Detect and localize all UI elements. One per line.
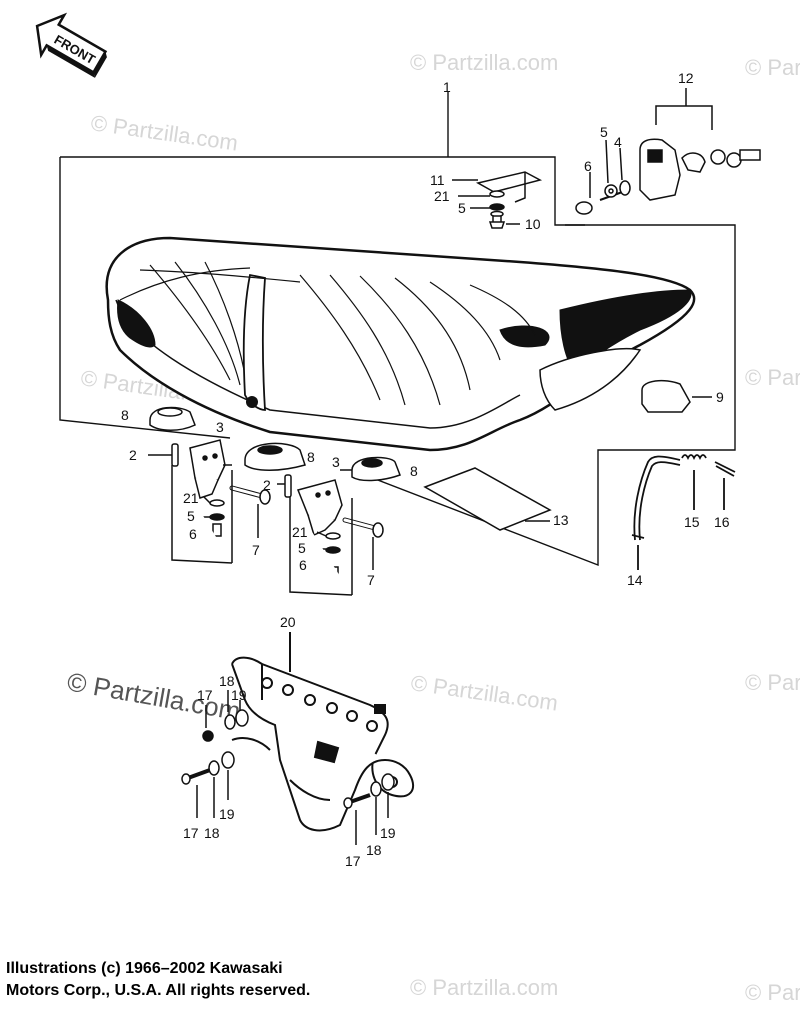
copyright-line-2: Motors Corp., U.S.A. All rights reserved… [6, 982, 311, 999]
callout-17: 17 [197, 687, 213, 703]
watermark: © Partzilla.com [745, 55, 800, 80]
callout-7: 7 [367, 572, 375, 588]
copyright-line-1: Illustrations (c) 1966–2002 Kawasaki [6, 960, 283, 977]
callout-19: 19 [231, 687, 247, 703]
watermark: © Partzilla.com [409, 670, 559, 715]
callout-5: 5 [458, 200, 466, 216]
callout-3: 3 [216, 419, 224, 435]
callout-5: 5 [600, 124, 608, 140]
watermark: © Partzilla.com [745, 365, 800, 390]
callout-17: 17 [345, 853, 361, 869]
callout-8: 8 [410, 463, 418, 479]
callout-6: 6 [299, 557, 307, 573]
copyright-notice: Illustrations (c) 1966–2002 Kawasaki Mot… [6, 958, 310, 1002]
callout-5: 5 [298, 540, 306, 556]
callout-18: 18 [366, 842, 382, 858]
callout-7: 7 [252, 542, 260, 558]
callout-9: 9 [716, 389, 724, 405]
part-12-lock [575, 88, 761, 215]
watermark: © Partzilla.com [410, 975, 558, 1000]
callout-2: 2 [129, 447, 137, 463]
callout-3: 3 [332, 454, 340, 470]
callout-19: 19 [219, 806, 235, 822]
callout-8: 8 [121, 407, 129, 423]
callout-4: 4 [614, 134, 622, 150]
callout-21: 21 [292, 524, 308, 540]
front-arrow-icon: FRONT [35, 12, 108, 78]
callout-18: 18 [204, 825, 220, 841]
callout-13: 13 [553, 512, 569, 528]
fasteners-17-18-19 [181, 690, 395, 845]
left-hinge-bracket [148, 439, 271, 564]
dampers [149, 379, 712, 482]
callout-14: 14 [627, 572, 643, 588]
callout-15: 15 [684, 514, 700, 530]
callout-6: 6 [584, 158, 592, 174]
watermark: © Partzilla.com [745, 980, 800, 1005]
callout-17: 17 [183, 825, 199, 841]
callout-5: 5 [187, 508, 195, 524]
callout-20: 20 [280, 614, 296, 630]
callout-1: 1 [443, 79, 451, 95]
part-11-plate [452, 171, 543, 229]
callout-2: 2 [263, 477, 271, 493]
right-hinge-bracket [277, 474, 384, 596]
watermark: © Partzilla.com [410, 50, 558, 75]
callout-6: 6 [189, 526, 197, 542]
seat [105, 236, 696, 452]
watermark-primary: © Partzilla.com [65, 666, 243, 726]
watermark: © Partzilla.com [745, 670, 800, 695]
callout-21: 21 [183, 490, 199, 506]
callout-19: 19 [380, 825, 396, 841]
part-20-bracket [231, 632, 415, 832]
callout-16: 16 [714, 514, 730, 530]
callout-10: 10 [525, 216, 541, 232]
callout-18: 18 [219, 673, 235, 689]
watermark: © Partzilla.com [89, 110, 239, 155]
callout-labels: 1 2 2 3 3 4 5 5 5 5 6 6 6 7 7 8 8 8 9 10… [121, 70, 730, 869]
part-14-rod-assembly [631, 454, 736, 570]
callout-21: 21 [434, 188, 450, 204]
seat-assembly-bracket [59, 92, 736, 567]
callout-11: 11 [430, 172, 445, 188]
callout-12: 12 [678, 70, 694, 86]
callout-8: 8 [307, 449, 315, 465]
part-13-sheet [423, 467, 552, 531]
